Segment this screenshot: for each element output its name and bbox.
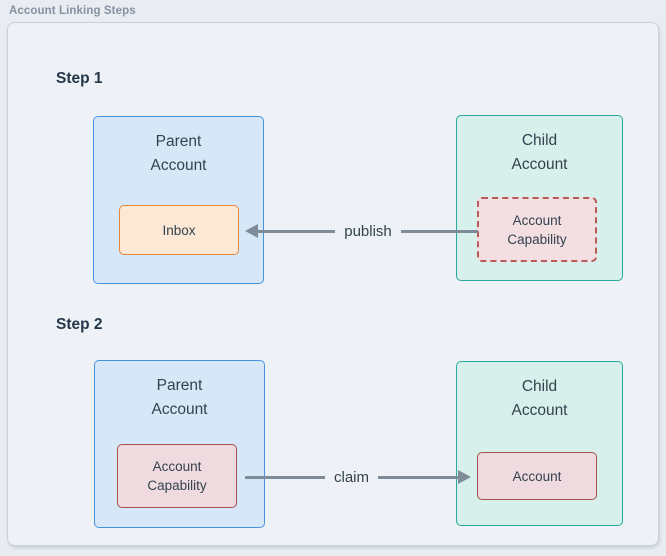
arrow-line: [245, 475, 325, 479]
step-2-heading: Step 2: [56, 316, 103, 333]
claim-arrow: claim: [245, 468, 472, 486]
step-1-heading: Step 1: [56, 70, 103, 87]
step1-account-capability-box: Account Capability: [477, 197, 597, 262]
step2-child-account-title: Child Account: [511, 378, 568, 419]
step1-child-account-title: Child Account: [511, 132, 568, 173]
arrow-line: [378, 475, 459, 479]
claim-arrow-label: claim: [334, 468, 370, 486]
step2-parent-account-title: Parent Account: [151, 377, 208, 418]
step1-parent-account-title: Parent Account: [150, 133, 207, 174]
step1-child-account-box: Child Account Account Capability: [456, 115, 623, 281]
arrowhead-left-icon: [245, 224, 258, 238]
step2-child-account-box: Child Account Account: [456, 361, 623, 526]
diagram-title: Account Linking Steps: [9, 5, 136, 17]
arrowhead-right-icon: [458, 470, 472, 484]
arrow-line: [258, 229, 336, 233]
step2-parent-account-box: Parent Account Account Capability: [94, 360, 265, 528]
step1-inbox-box: Inbox: [119, 205, 239, 255]
diagram-panel: Step 1 Parent Account Inbox Child Accoun…: [7, 22, 659, 546]
step1-parent-account-box: Parent Account Inbox: [93, 116, 264, 284]
step2-account-box: Account: [477, 452, 597, 500]
publish-arrow-label: publish: [344, 222, 392, 240]
arrow-line: [400, 229, 479, 233]
publish-arrow: publish: [245, 222, 479, 240]
step2-account-capability-box: Account Capability: [117, 444, 237, 508]
